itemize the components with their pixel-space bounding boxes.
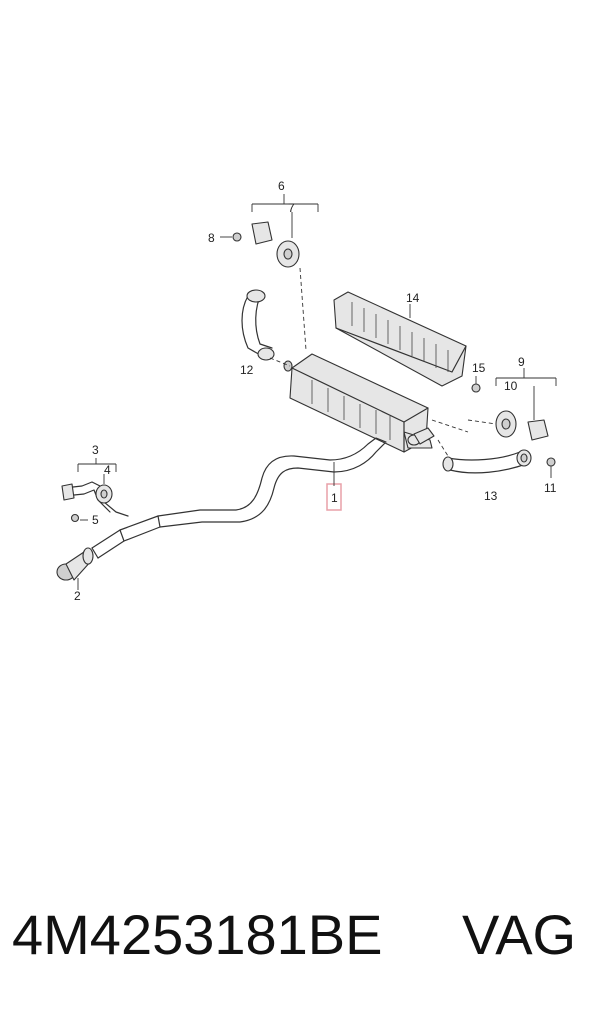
footer: 4M4253181BE VAG (0, 902, 600, 982)
rear-muffler (283, 353, 435, 453)
tail-pipe (431, 419, 532, 474)
bolt-15 (471, 376, 481, 393)
callout-11: 11 (544, 481, 557, 495)
callout-4: 4 (104, 463, 111, 477)
rear-hanger-right (467, 368, 557, 478)
front-clamp (56, 547, 99, 590)
heat-shield (333, 291, 467, 387)
callout-9: 9 (518, 355, 525, 369)
callout-14: 14 (406, 291, 420, 305)
callout-8: 8 (208, 231, 215, 245)
callout-10: 10 (504, 379, 518, 393)
front-hanger (61, 458, 129, 523)
rear-hanger-left (220, 194, 319, 351)
callout-13: 13 (484, 489, 498, 503)
brand-name: VAG (462, 903, 577, 966)
callout-1: 1 (331, 491, 338, 505)
intermediate-pipe (241, 289, 291, 367)
callout-12: 12 (240, 363, 254, 377)
part-number: 4M4253181BE (12, 903, 383, 966)
exhaust-pipe (91, 437, 387, 559)
callout-7: 7 (288, 201, 295, 215)
callout-6: 6 (278, 179, 285, 193)
callout-3: 3 (92, 443, 99, 457)
callout-5: 5 (92, 513, 99, 527)
callout-2: 2 (74, 589, 81, 603)
callout-15: 15 (472, 361, 486, 375)
